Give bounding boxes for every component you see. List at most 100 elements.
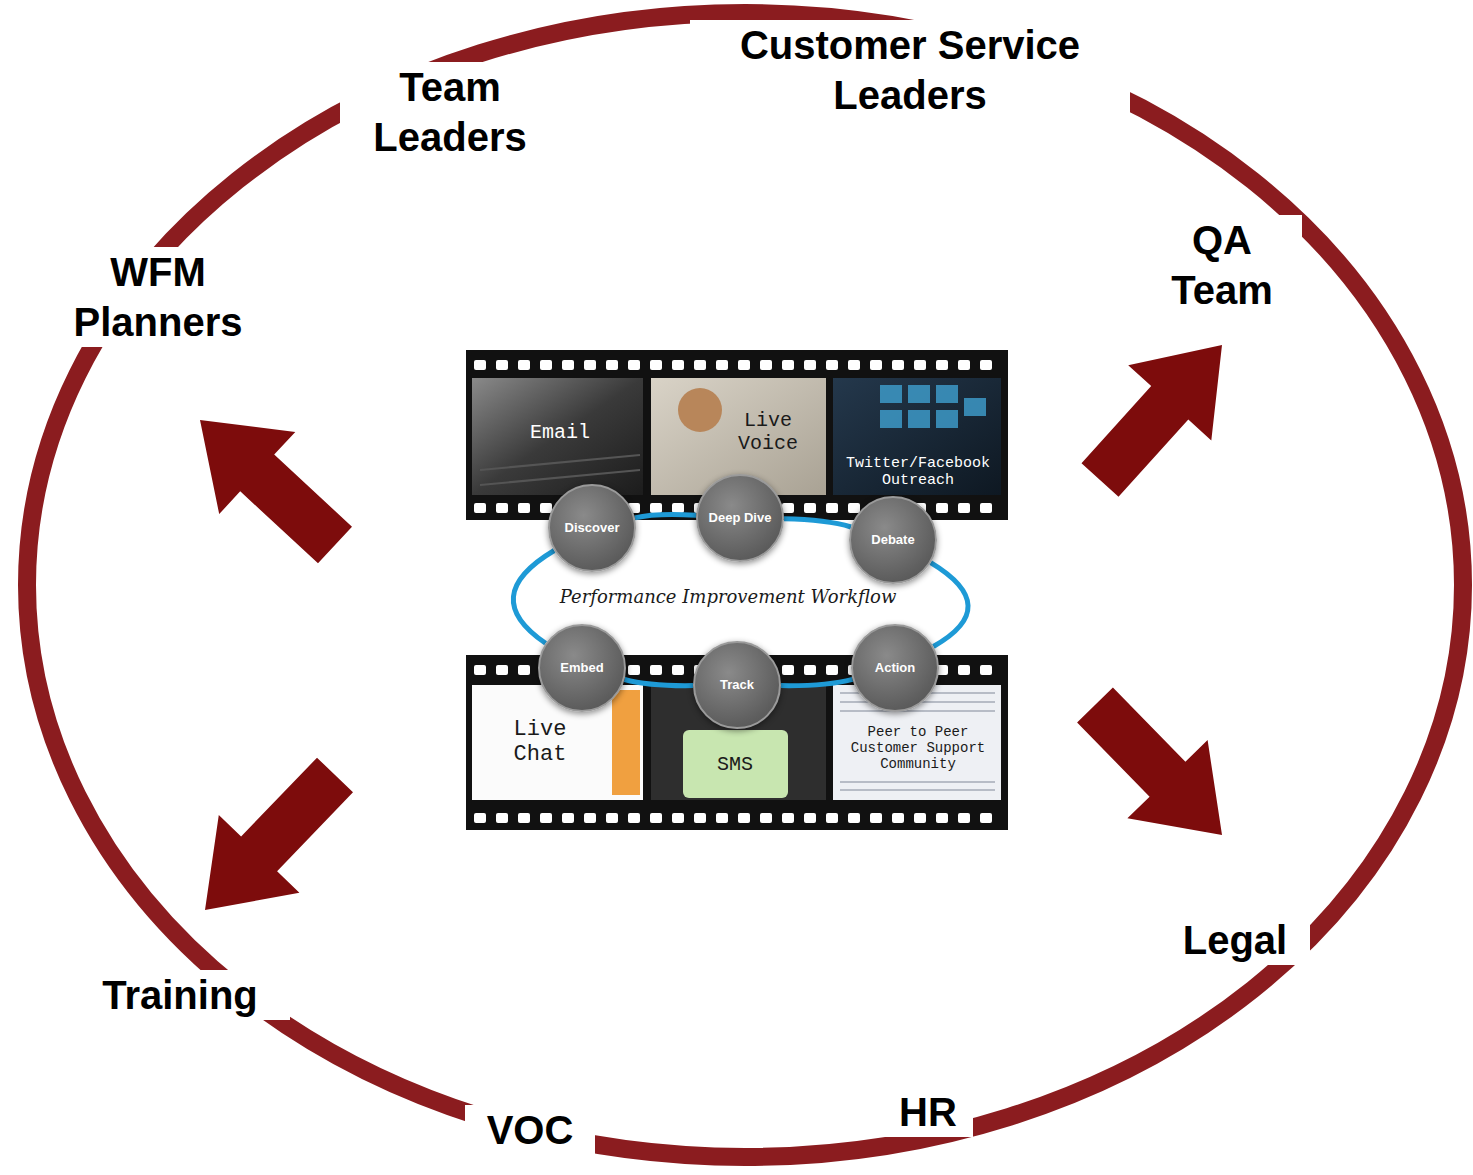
step-label: Action: [875, 660, 915, 676]
sprocket-hole: [826, 360, 838, 370]
sprocket-hole: [760, 813, 772, 823]
sprocket-hole: [958, 813, 970, 823]
sprocket-hole: [694, 813, 706, 823]
sprocket-hole: [980, 360, 992, 370]
sprocket-hole: [848, 813, 860, 823]
workflow-title: Performance Improvement Workflow: [538, 585, 918, 608]
sprocket-hole: [848, 360, 860, 370]
group-label: WFM Planners: [38, 247, 278, 347]
sprocket-hole: [540, 813, 552, 823]
channel-label: SMS: [695, 753, 775, 776]
sprocket-hole: [716, 360, 728, 370]
workflow-connector: [781, 679, 853, 685]
sprocket-hole: [496, 665, 508, 675]
sprocket-hole: [672, 360, 684, 370]
step-label: Debate: [871, 532, 914, 548]
sprocket-hole: [518, 813, 530, 823]
sprocket-hole: [474, 813, 486, 823]
sprocket-hole: [826, 503, 838, 513]
sprocket-hole: [936, 813, 948, 823]
sprocket-hole: [782, 813, 794, 823]
block-arrow: [1077, 688, 1222, 836]
workflow-step-circle: Action: [851, 624, 939, 712]
step-label: Track: [720, 677, 754, 693]
sprocket-hole: [584, 813, 596, 823]
sprocket-hole: [518, 503, 530, 513]
twitter-photo: [833, 378, 1001, 495]
sprocket-hole: [870, 813, 882, 823]
sprocket-hole: [892, 360, 904, 370]
channel-label: Peer to Peer Customer Support Community: [837, 724, 999, 772]
sprocket-hole: [716, 813, 728, 823]
sprocket-hole: [650, 360, 662, 370]
sprocket-hole: [782, 360, 794, 370]
sprocket-hole: [936, 360, 948, 370]
sprocket-hole: [474, 360, 486, 370]
keyboard-lines: [480, 455, 640, 485]
sprocket-hole: [980, 813, 992, 823]
workflow-step-circle: Debate: [849, 496, 937, 584]
sprocket-hole: [914, 813, 926, 823]
workflow-step-circle: Discover: [548, 484, 636, 572]
outer-ring: [27, 13, 1463, 1157]
phone-screen: [683, 730, 788, 798]
sprocket-hole: [672, 503, 684, 513]
workflow-connector: [931, 563, 968, 647]
step-label: Deep Dive: [709, 510, 772, 526]
group-label: Team Leaders: [340, 62, 560, 162]
sprocket-hole: [892, 813, 904, 823]
sprocket-hole: [826, 813, 838, 823]
sprocket-hole: [540, 360, 552, 370]
block-arrows: [200, 345, 1222, 910]
sprocket-hole: [914, 360, 926, 370]
sprocket-hole: [496, 360, 508, 370]
sprocket-hole: [650, 813, 662, 823]
sprocket-hole: [826, 665, 838, 675]
sprocket-hole: [606, 360, 618, 370]
sprocket-hole: [474, 503, 486, 513]
channel-label: Live Voice: [726, 409, 810, 455]
screen-tiles: [880, 385, 986, 428]
sprocket-hole: [474, 665, 486, 675]
agent-head: [678, 388, 722, 432]
sprocket-hole: [628, 665, 640, 675]
sprocket-hole: [738, 360, 750, 370]
group-label: VOC: [465, 1105, 595, 1155]
channel-label: Twitter/Facebook Outreach: [837, 455, 999, 490]
sprocket-hole: [584, 360, 596, 370]
sprocket-hole: [628, 813, 640, 823]
group-label: Training: [70, 970, 290, 1020]
channel-label: Live Chat: [492, 717, 588, 768]
block-arrow: [1082, 345, 1223, 497]
sprocket-hole: [496, 503, 508, 513]
workflow-connector: [635, 514, 696, 517]
sprocket-hole: [606, 813, 618, 823]
group-label: Customer Service Leaders: [690, 20, 1130, 120]
sprocket-hole: [694, 360, 706, 370]
workflow-step-circle: Embed: [538, 624, 626, 712]
sprocket-hole: [782, 665, 794, 675]
sprocket-hole: [628, 360, 640, 370]
sprocket-hole: [936, 503, 948, 513]
chat-sidebar: [612, 690, 640, 795]
workflow-connector: [625, 680, 694, 686]
sprocket-hole: [672, 813, 684, 823]
step-label: Embed: [560, 660, 603, 676]
group-label: HR: [883, 1087, 973, 1137]
sprocket-hole: [804, 665, 816, 675]
sprocket-hole: [958, 360, 970, 370]
sprocket-hole: [496, 813, 508, 823]
workflow-step-circle: Deep Dive: [696, 474, 784, 562]
sprocket-hole: [980, 503, 992, 513]
block-arrow: [205, 758, 353, 910]
sprocket-hole: [804, 813, 816, 823]
sprocket-hole: [870, 360, 882, 370]
sprocket-hole: [650, 665, 662, 675]
sprocket-hole: [562, 360, 574, 370]
sprocket-hole: [738, 813, 750, 823]
sprocket-hole: [650, 503, 662, 513]
sprocket-hole: [760, 360, 772, 370]
sprocket-hole: [980, 665, 992, 675]
sprocket-hole: [518, 665, 530, 675]
